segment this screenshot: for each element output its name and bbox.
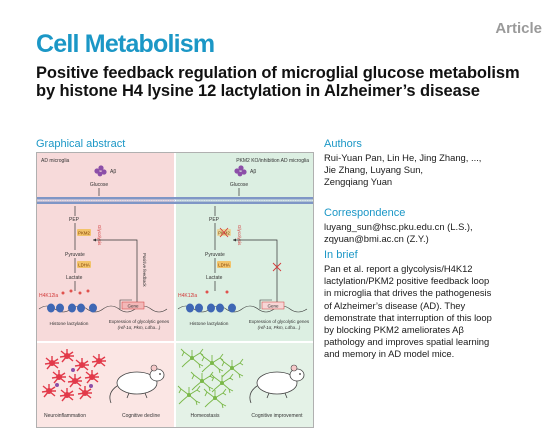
pep-right: PEP — [209, 217, 220, 223]
histone-lactylation-left: Histone lactylation — [50, 321, 89, 327]
authors-line: Rui-Yuan Pan, Lin He, Jing Zhang, ..., — [324, 152, 482, 163]
abeta-right: Aβ — [234, 165, 256, 177]
h4k12la-right: H4K12la — [178, 293, 197, 299]
glucose-right: Glucose — [230, 182, 249, 188]
gene-box-right — [261, 301, 285, 310]
lactate-right: Lactate — [206, 275, 223, 281]
article-type-label: Article — [495, 20, 542, 37]
email-link[interactable]: zqyuan@bmi.ac.cn (Z.Y.) — [324, 233, 429, 245]
mouse-right-icon — [249, 364, 305, 404]
pkm2-left — [77, 229, 91, 236]
lactate-left: Lactate — [66, 275, 83, 281]
authors-list[interactable]: Rui-Yuan Pan, Lin He, Jing Zhang, ..., J… — [324, 152, 544, 189]
svg-text:Aβ: Aβ — [110, 169, 116, 175]
correspondence-section: Correspondence luyang_sun@hsc.pku.edu.cn… — [324, 207, 544, 245]
in-brief-heading: In brief — [324, 249, 358, 261]
authors-section: Authors Rui-Yuan Pan, Lin He, Jing Zhang… — [324, 138, 544, 189]
pyruvate-right: Pyruvate — [205, 252, 225, 258]
h4k12la-left: H4K12la — [39, 293, 58, 299]
expression-right-1: Expression of glycolytic genes — [249, 319, 310, 324]
expression-left-1: Expression of glycolytic genes — [109, 319, 170, 324]
svg-text:Gene: Gene — [267, 304, 279, 309]
authors-line: Jie Zhang, Luyang Sun, — [324, 164, 424, 176]
pkm2-block-icon — [219, 227, 229, 238]
cognitive-decline-label: Cognitive decline — [122, 413, 160, 419]
article-title: Positive feedback regulation of microgli… — [36, 64, 520, 100]
pyruvate-left: Pyruvate — [65, 252, 85, 258]
glycolysis-right: Glycolysis — [237, 225, 242, 246]
svg-text:Gene: Gene — [127, 304, 139, 309]
expression-right-2: (Hif-1α, Pkm, Ldha...) — [258, 325, 301, 330]
email-link[interactable]: luyang_sun@hsc.pku.edu.cn (L.S.), — [324, 221, 473, 232]
svg-text:PKM2: PKM2 — [78, 231, 90, 236]
neuroinflammation-label: Neuroinflammation — [44, 413, 86, 419]
mouse-left-icon — [109, 364, 165, 404]
correspondence-heading: Correspondence — [324, 207, 406, 219]
glucose-left: Glucose — [90, 182, 109, 188]
cell-membrane — [37, 197, 313, 204]
right-panel-title: PKM2 KO/inhibition AD microglia — [236, 158, 309, 164]
glycolysis-left: Glycolysis — [97, 225, 102, 246]
svg-text:Aβ: Aβ — [250, 169, 256, 175]
histone-lactylation-right: Histone lactylation — [190, 321, 229, 327]
feedback-block-icon — [272, 262, 282, 272]
left-panel-title: AD microglia — [41, 158, 70, 164]
homeostasis-label: Homeostasis — [191, 413, 220, 419]
in-brief-text: Pan et al. report a glycolysis/H4K12 lac… — [324, 263, 492, 360]
activated-microglia — [41, 348, 107, 402]
positive-feedback-label: Positive feedback — [142, 253, 147, 288]
cognitive-improvement-label: Cognitive improvement — [251, 413, 303, 419]
graphical-abstract-label: Graphical abstract — [36, 138, 126, 150]
authors-line: Zengqiang Yuan — [324, 176, 393, 188]
graphical-abstract: AD microglia PKM2 KO/inhibition AD micro… — [36, 152, 314, 428]
gene-box-left — [121, 301, 145, 310]
svg-text:LDHA: LDHA — [78, 263, 90, 268]
ldha-left — [77, 261, 91, 268]
pep-left: PEP — [69, 217, 80, 223]
ldha-right — [217, 261, 231, 268]
in-brief-section: In brief Pan et al. report a glycolysis/… — [324, 249, 544, 361]
abeta-left: Aβ — [94, 165, 116, 177]
authors-heading: Authors — [324, 138, 362, 150]
correspondence-emails[interactable]: luyang_sun@hsc.pku.edu.cn (L.S.), zqyuan… — [324, 221, 544, 245]
expression-left-2: (Hif-1α, Pkm, Ldha...) — [118, 325, 161, 330]
svg-text:LDHA: LDHA — [218, 263, 230, 268]
journal-name[interactable]: Cell Metabolism — [36, 30, 215, 58]
